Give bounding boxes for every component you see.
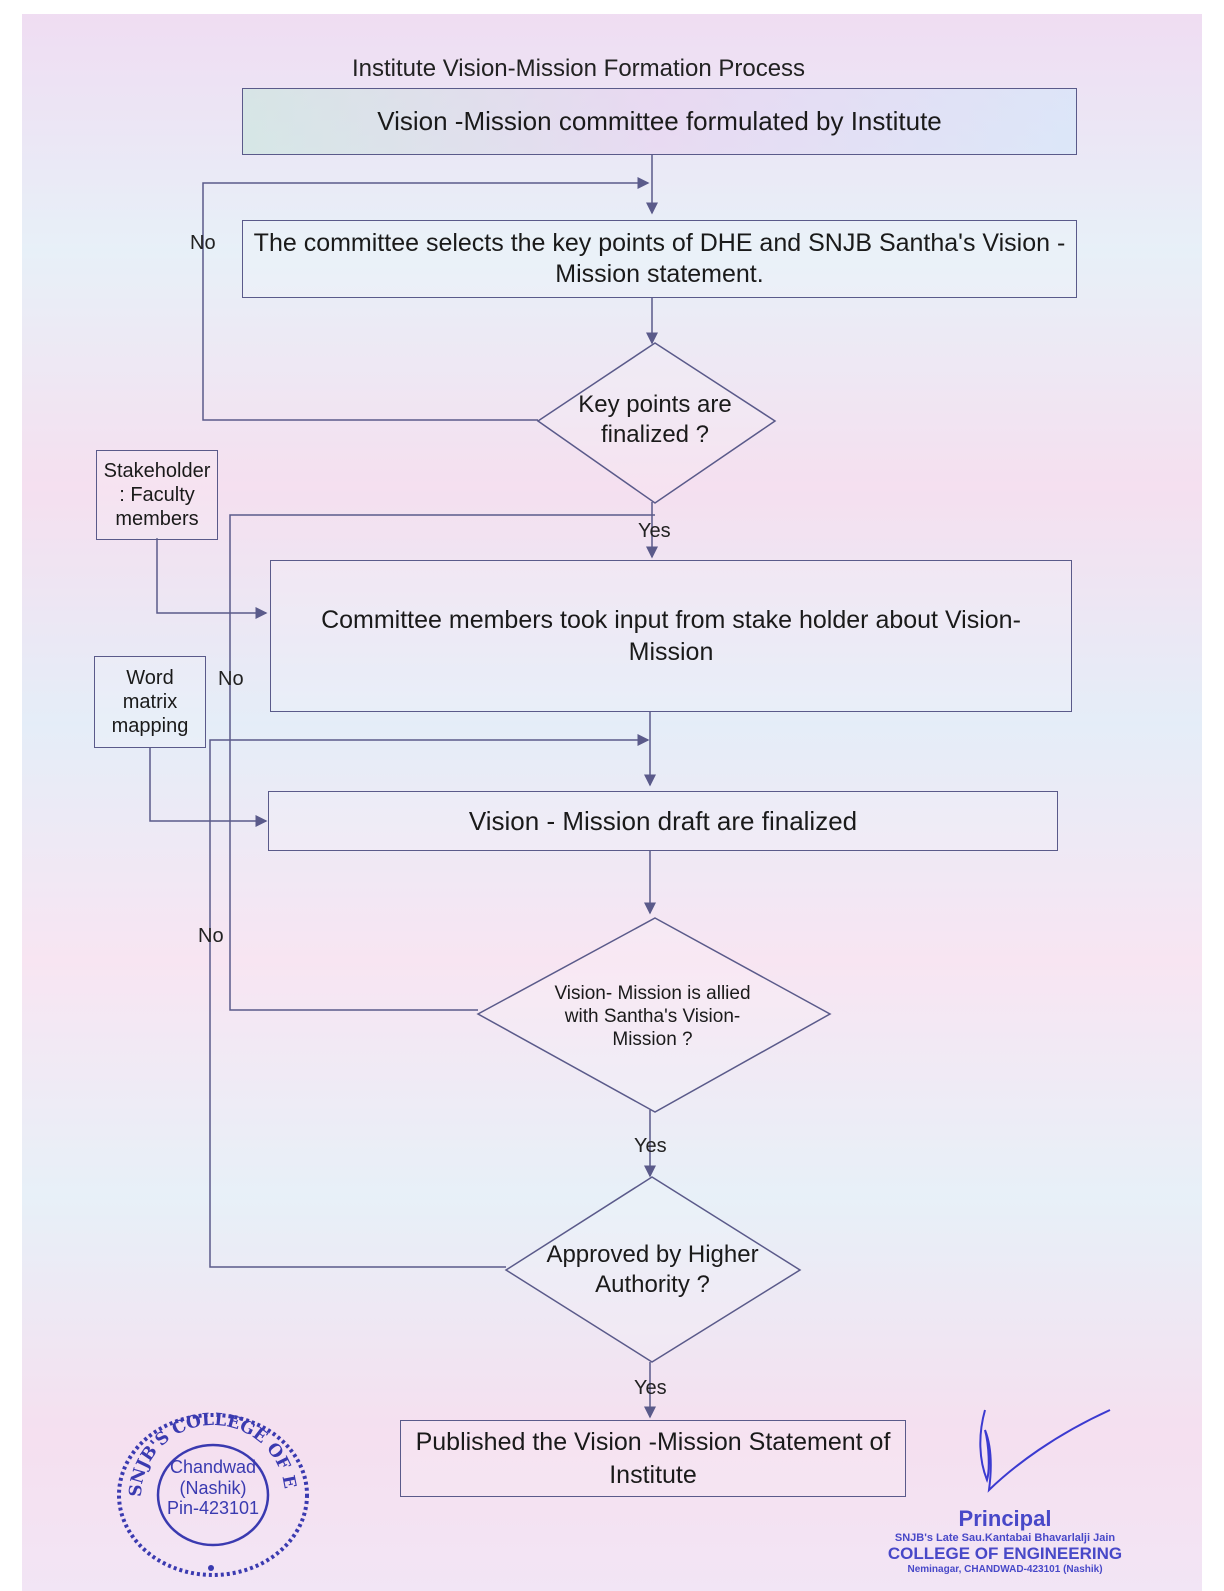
- node-draft-finalized-text: Vision - Mission draft are finalized: [468, 805, 858, 836]
- edge-label-yes-2: Yes: [634, 1135, 667, 1157]
- node-committee-formulated: Vision -Mission committee formulated by …: [242, 88, 1077, 155]
- edge-label-no-3: No: [198, 925, 224, 947]
- node-stakeholder-faculty: Stakeholder : Faculty members: [96, 450, 218, 540]
- seal-line-2: (Nashik): [179, 1477, 247, 1498]
- node-input-from-stakeholder: Committee members took input from stake …: [270, 560, 1072, 712]
- signature-role: Principal: [958, 1506, 1052, 1531]
- diagram-title: Institute Vision-Mission Formation Proce…: [352, 55, 806, 82]
- edge-label-no-2: No: [218, 668, 244, 690]
- diamond-key-points: [536, 342, 777, 504]
- seal-line-3: Pin-423101: [166, 1498, 260, 1519]
- node-stakeholder-faculty-text: Stakeholder : Faculty members: [103, 460, 211, 530]
- node-published-text: Published the Vision -Mission Statement …: [415, 1428, 891, 1489]
- scanned-page: [22, 14, 1202, 1591]
- diamond-approved: [504, 1176, 802, 1363]
- seal-line-1: Chandwad: [169, 1457, 257, 1477]
- seal-graphic: SNJB'S COLLEGE OF ENGINEERING: [105, 1390, 309, 1577]
- edge-no-allied-loop: [229, 514, 655, 1011]
- edge-no-keypoints-loop: [202, 177, 650, 421]
- node-input-from-stakeholder-text: Committee members took input from stake …: [321, 605, 1021, 667]
- diamond-allied-text: Vision- Mission is allied with Santha's …: [554, 983, 751, 1050]
- edge-label-yes-3: Yes: [634, 1377, 667, 1399]
- signature-block: Principal SNJB's Late Sau.Kantabai Bhava…: [860, 1506, 1150, 1575]
- edge-stakeholder-to-input: [156, 538, 268, 619]
- college-seal: SNJB'S COLLEGE OF ENGINEERING Chandwad (…: [105, 1390, 313, 1580]
- node-published: Published the Vision -Mission Statement …: [400, 1420, 906, 1497]
- node-word-matrix: Word matrix mapping: [94, 656, 206, 748]
- edge-word-matrix-to-draft: [149, 747, 268, 827]
- edge-no-approved-loop: [209, 734, 650, 1268]
- diamond-allied: [476, 917, 832, 1113]
- node-draft-finalized: Vision - Mission draft are finalized: [268, 791, 1058, 851]
- signature-line-3: Neminagar, CHANDWAD-423101 (Nashik): [907, 1564, 1103, 1575]
- principal-signature: [979, 1409, 1111, 1493]
- node-select-key-points-text: The committee selects the key points of …: [253, 228, 1066, 288]
- diamond-approved-text: Approved by Higher Authority ?: [546, 1241, 759, 1298]
- diamond-key-points-text: Key points are finalized ?: [578, 391, 732, 448]
- edge-label-yes-1: Yes: [638, 520, 671, 542]
- edge-label-no-1: No: [190, 232, 216, 254]
- node-select-key-points: The committee selects the key points of …: [242, 220, 1077, 298]
- node-word-matrix-text: Word matrix mapping: [111, 667, 189, 737]
- signature-line-2: COLLEGE OF ENGINEERING: [887, 1544, 1123, 1563]
- signature-line-1: SNJB's Late Sau.Kantabai Bhavarlalji Jai…: [894, 1532, 1116, 1544]
- node-committee-formulated-text: Vision -Mission committee formulated by …: [377, 106, 942, 136]
